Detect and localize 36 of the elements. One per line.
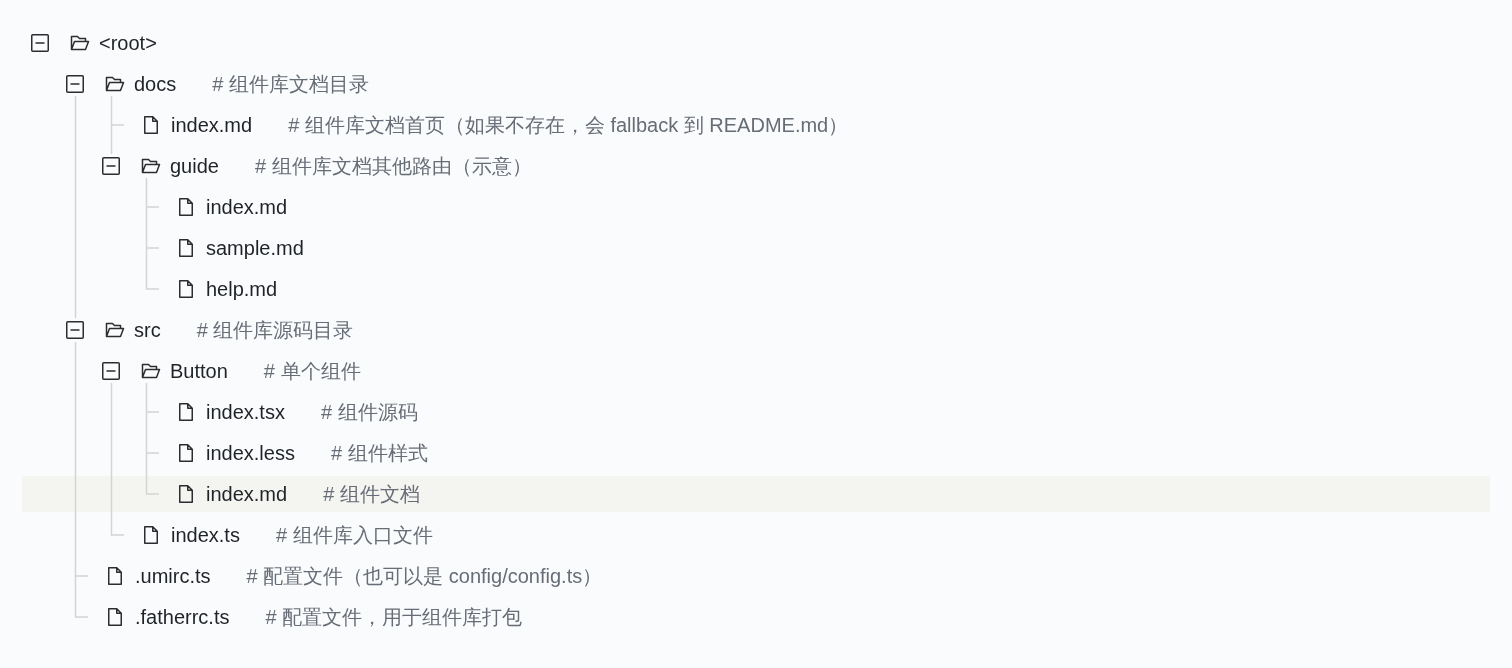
comment-text: # 组件库入口文件 [275,523,433,547]
file-name: index.tsx [206,400,285,424]
folder-name: src [134,318,161,342]
comment-text: # 组件文档 [323,482,420,506]
tree-item [102,359,361,383]
file-name: .fatherrc.ts [135,605,230,629]
comment-text: # 组件库文档目录 [212,72,369,96]
tree-line [110,382,125,536]
comment-text: # 组件样式 [330,441,428,465]
comment-text: # 配置文件，用于组件库打包 [265,605,523,629]
folder-name: guide [170,154,219,178]
comment-text: # 单个组件 [263,359,361,383]
file-name: help.md [206,277,278,301]
comment-text: # 配置文件（也可以是 config/config.ts） [246,564,603,588]
tree-line [145,177,160,290]
file-name: index.ts [171,523,240,547]
file-name: index.md [206,482,288,506]
file-name: sample.md [206,236,304,260]
tree-item [66,318,354,342]
file-name: index.md [206,195,288,219]
file-name: index.less [206,441,295,465]
file-name: index.md [171,113,253,137]
comment-text: # 组件源码 [320,400,418,424]
tree-item [66,72,369,96]
tree-line [74,341,89,618]
tree-item [31,31,157,55]
tree-line [110,95,125,155]
tree-line [145,382,160,495]
folder-name: <root> [99,31,157,55]
file-name: .umirc.ts [135,564,211,588]
comment-text: # 组件库源码目录 [196,318,354,342]
folder-name: docs [134,72,177,96]
tree-line [74,95,77,319]
folder-name: Button [170,359,228,383]
comment-text: # 组件库文档其他路由（示意） [254,154,532,178]
comment-text: # 组件库文档首页（如果不存在，会 fallback 到 README.md） [288,113,849,137]
